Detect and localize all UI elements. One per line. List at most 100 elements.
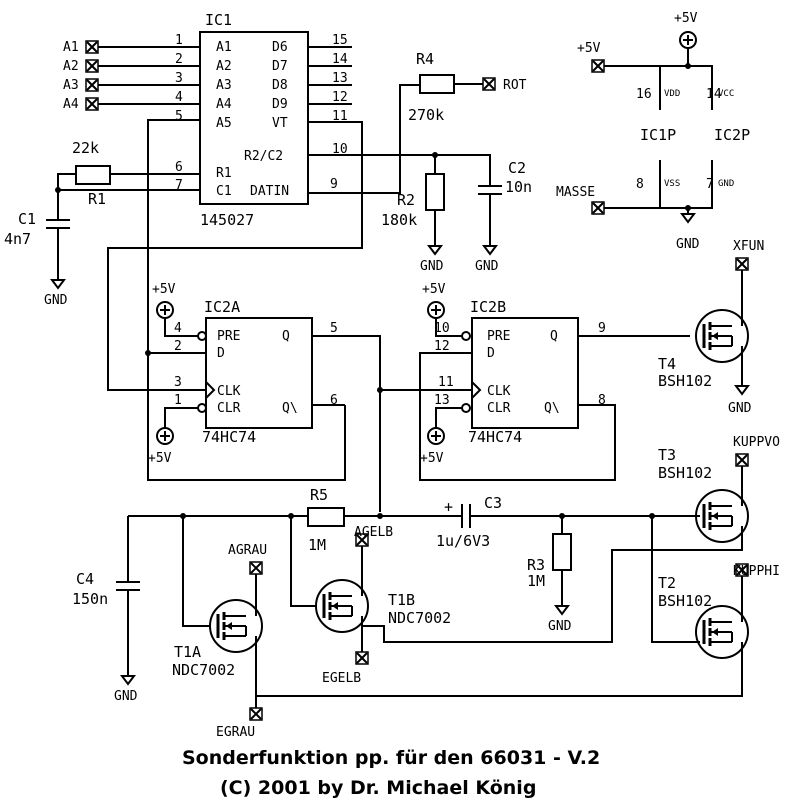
c2-value: 10n — [505, 178, 532, 196]
c4-value: 150n — [72, 590, 108, 608]
ground-c2-icon — [483, 245, 497, 255]
ground-c1-label: GND — [44, 293, 68, 308]
vcc-ic2b-clr-label: +5V — [420, 451, 444, 466]
mosfet-t2-icon — [694, 604, 750, 660]
ic1-input-wires — [96, 46, 200, 105]
terminal-kupphi-label: KUPPHI — [733, 564, 780, 579]
ic1-pin-label-vt: VT — [272, 116, 288, 131]
ic2a-box — [205, 317, 313, 429]
ic2a-part: 74HC74 — [202, 428, 256, 446]
mosfet-t1a-icon — [208, 598, 264, 654]
r2-name: R2 — [397, 191, 415, 209]
input-label-a4: A4 — [63, 97, 79, 112]
c3-name: C3 — [484, 494, 502, 512]
ic2a-label-pre: PRE — [217, 329, 240, 344]
ic1-pin-label-a5: A5 — [216, 116, 232, 131]
ic1-pin-label-c1: C1 — [216, 184, 232, 199]
t1a-name: T1A — [174, 643, 201, 661]
ic2a-pin-pre: 4 — [174, 321, 182, 336]
r1-value: 22k — [72, 139, 99, 157]
vcc-ic2-icon — [679, 31, 697, 49]
ic2b-pin-qn: 8 — [598, 393, 606, 408]
ic1-pin-num-11: 11 — [332, 109, 348, 124]
ic1-left-pins: A1 A2 A3 A4 A5 R1 C1 1 2 3 4 5 6 7 — [175, 33, 232, 199]
ic1-vdd-pin-num: 16 — [636, 87, 652, 102]
ic1-vdd-pin-name: VDD — [664, 89, 680, 99]
ic2b-label-q: Q — [550, 329, 558, 344]
ic2b-label-clr: CLR — [487, 401, 511, 416]
ground-t4-label: GND — [728, 401, 752, 416]
terminal-egrau-icon[interactable] — [249, 707, 263, 721]
terminal-vcc-icon[interactable] — [591, 59, 605, 73]
terminal-egelb-icon[interactable] — [355, 651, 369, 665]
terminal-a3-icon[interactable] — [85, 78, 99, 92]
terminal-egelb-label: EGELB — [322, 671, 361, 686]
c4-name: C4 — [76, 570, 94, 588]
terminal-rot-label: ROT — [503, 78, 527, 93]
ic1-pin-label-d8: D8 — [272, 78, 288, 93]
ic1-pin-num-1: 1 — [175, 33, 183, 48]
terminal-masse-icon[interactable] — [591, 201, 605, 215]
ic1-pin-label-a2: A2 — [216, 59, 232, 74]
ic1-pin-num-4: 4 — [175, 90, 183, 105]
ic1-pin-label-r1: R1 — [216, 166, 232, 181]
ic1-pin-num-14: 14 — [332, 52, 348, 67]
terminal-kuppvo-icon[interactable] — [735, 453, 749, 467]
c3-value: 1u/6V3 — [436, 532, 490, 550]
c3-polarity: + — [444, 498, 453, 516]
ic2-gnd-pin-num: 7 — [706, 177, 714, 192]
ic1-pin-num-5: 5 — [175, 109, 183, 124]
ic2a-pin-d: 2 — [174, 339, 182, 354]
ic1-pin-num-13: 13 — [332, 71, 348, 86]
vcc-ic2b-pre-icon — [427, 301, 445, 319]
ic2a-pin-q: 5 — [330, 321, 338, 336]
ground-c2-label: GND — [475, 259, 499, 274]
terminal-agrau-icon[interactable] — [249, 561, 263, 575]
ic2b-box — [471, 317, 579, 429]
ic1-pin-num-3: 3 — [175, 71, 183, 86]
ground-c4-icon — [121, 675, 135, 685]
ic1-pin-label-r2c2: R2/C2 — [244, 149, 283, 164]
vcc-ic2a-clr-icon — [156, 427, 174, 445]
ic1-pin-num-6: 6 — [175, 160, 183, 175]
ic2b-pin-d: 12 — [434, 339, 450, 354]
terminal-rot-icon[interactable] — [482, 77, 496, 91]
terminal-xfun-icon[interactable] — [735, 257, 749, 271]
resistor-r1 — [75, 165, 111, 185]
resistor-r5 — [307, 507, 345, 527]
ic2b-pin-clk: 11 — [438, 375, 454, 390]
t1a-part: NDC7002 — [172, 661, 235, 679]
t3-name: T3 — [658, 446, 676, 464]
vcc-ic2b-clr-icon — [427, 427, 445, 445]
ic2-gnd-pin-name: GND — [718, 179, 734, 189]
terminal-masse-label: MASSE — [556, 185, 595, 200]
ic1-pin-num-7: 7 — [175, 178, 183, 193]
ic1-pin-label-a1: A1 — [216, 40, 232, 55]
terminal-a4-icon[interactable] — [85, 97, 99, 111]
ic1-pin-label-d6: D6 — [272, 40, 288, 55]
footer-copyright: (C) 2001 by Dr. Michael König — [220, 777, 536, 799]
mosfet-t3-icon — [694, 488, 750, 544]
terminal-a2-icon[interactable] — [85, 59, 99, 73]
r1-name: R1 — [88, 190, 106, 208]
ic1-pin-label-a4: A4 — [216, 97, 232, 112]
t3-part: BSH102 — [658, 464, 712, 482]
vcc-ic2b-pre-label: +5V — [422, 282, 446, 297]
ic1p-label: IC1P — [640, 126, 676, 144]
t2-name: T2 — [658, 574, 676, 592]
ground-r2-label: GND — [420, 259, 444, 274]
input-label-a1: A1 — [63, 40, 79, 55]
ic1-pin-label-d7: D7 — [272, 59, 288, 74]
terminal-agelb-label: AGELB — [354, 525, 393, 540]
c1-name: C1 — [18, 210, 36, 228]
footer-title: Sonderfunktion pp. für den 66031 - V.2 — [182, 747, 600, 769]
ic1-vss-pin-name: VSS — [664, 179, 680, 189]
ic2-vcc-pin-num: 14 — [706, 87, 722, 102]
t1b-part: NDC7002 — [388, 609, 451, 627]
vcc-ic2-label: +5V — [674, 11, 698, 26]
ic2a-pin-clk: 3 — [174, 375, 182, 390]
ic1-pin-num-15: 15 — [332, 33, 348, 48]
terminal-a1-icon[interactable] — [85, 40, 99, 54]
ground-power-label: GND — [676, 237, 700, 252]
ic1-pin-label-datin: DATIN — [250, 184, 289, 199]
